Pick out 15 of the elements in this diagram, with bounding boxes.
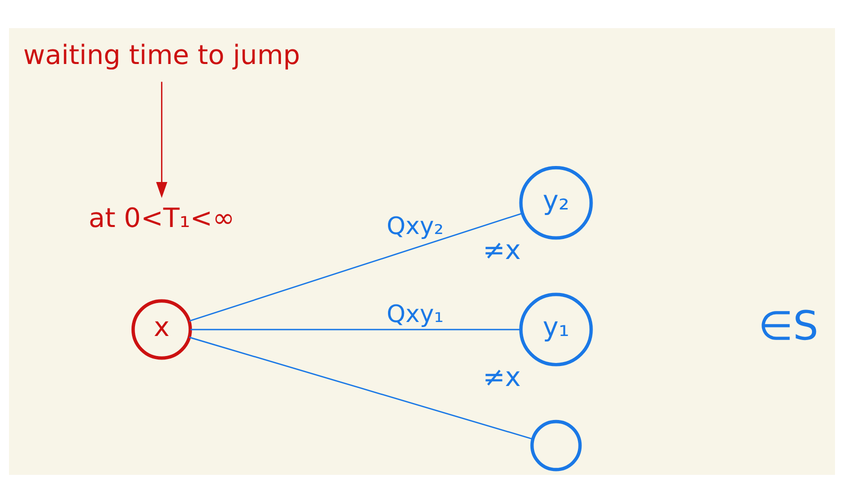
label: ∈S [758, 304, 818, 350]
connector [188, 212, 522, 322]
edge-label: Qxy₂ [386, 212, 444, 240]
node-text: waiting time to jump [22, 40, 300, 72]
node-circle [530, 420, 582, 472]
connector [190, 328, 520, 330]
arrow [156, 82, 167, 198]
node-circle: x [130, 299, 192, 360]
node-label: ≠x [482, 362, 520, 393]
node-circle: y₂ [518, 166, 592, 240]
node-label: ≠x [482, 235, 520, 266]
node-text: at 0<T₁<∞ [88, 202, 234, 234]
edge-label: Qxy₁ [386, 300, 444, 328]
connector [188, 336, 532, 440]
node-circle: y₁ [518, 292, 592, 366]
